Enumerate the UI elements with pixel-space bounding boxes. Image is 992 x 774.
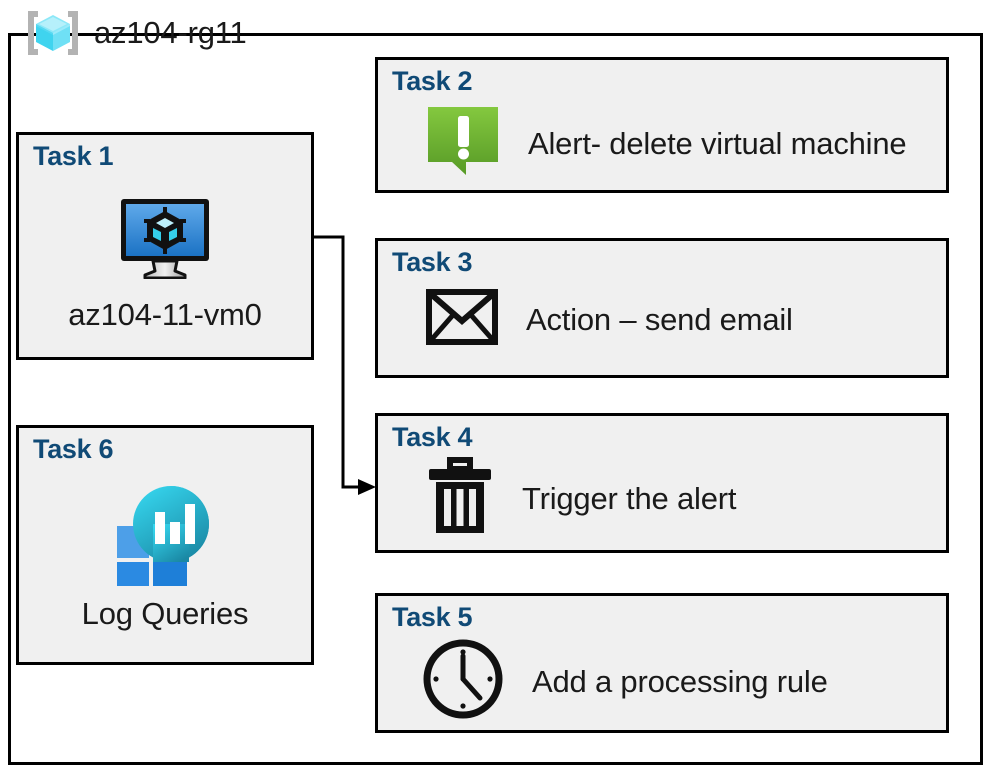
task-2-text: Alert- delete virtual machine [528, 125, 907, 161]
resource-group-cube-icon [22, 8, 84, 58]
task-1-label: Task 1 [33, 141, 114, 171]
task-5-body: Add a processing rule [422, 638, 828, 725]
resource-group-name: az104-rg11 [94, 15, 247, 50]
task-3-label: Task 3 [392, 247, 473, 277]
task-6-label: Task 6 [33, 434, 114, 464]
task-3-text: Action – send email [526, 301, 793, 337]
task-1-caption: az104-11-vm0 [68, 297, 262, 332]
trash-can-icon [426, 456, 494, 541]
task-6-box[interactable]: Task 6 Log Queries [16, 425, 314, 665]
task-4-label: Task 4 [392, 422, 473, 452]
task-5-box[interactable]: Task 5 Add a processing rule [375, 593, 949, 733]
resource-group-title-gap [33, 58, 295, 82]
task-3-body: Action – send email [426, 289, 793, 350]
virtual-machine-icon [19, 197, 311, 279]
task-6-caption: Log Queries [81, 596, 249, 631]
resource-group-header: az104-rg11 [22, 2, 247, 64]
task-4-body: Trigger the alert [426, 456, 736, 541]
task-4-text: Trigger the alert [522, 480, 737, 516]
task-5-label: Task 5 [392, 602, 473, 632]
task-2-body: Alert- delete virtual machine [426, 104, 907, 183]
envelope-icon [426, 289, 498, 350]
task-5-text: Add a processing rule [532, 663, 828, 699]
task-2-label: Task 2 [392, 66, 473, 96]
log-analytics-icon [19, 484, 311, 586]
alert-bubble-icon [426, 104, 500, 183]
resource-group-container [8, 33, 983, 765]
task-2-box[interactable]: Task 2 Alert- delete virtual machine [375, 57, 949, 193]
task-3-box[interactable]: Task 3 Action – send email [375, 238, 949, 378]
clock-icon [422, 638, 504, 725]
task-4-box[interactable]: Task 4 Trigger the alert [375, 413, 949, 553]
task-1-box[interactable]: Task 1 [16, 132, 314, 360]
